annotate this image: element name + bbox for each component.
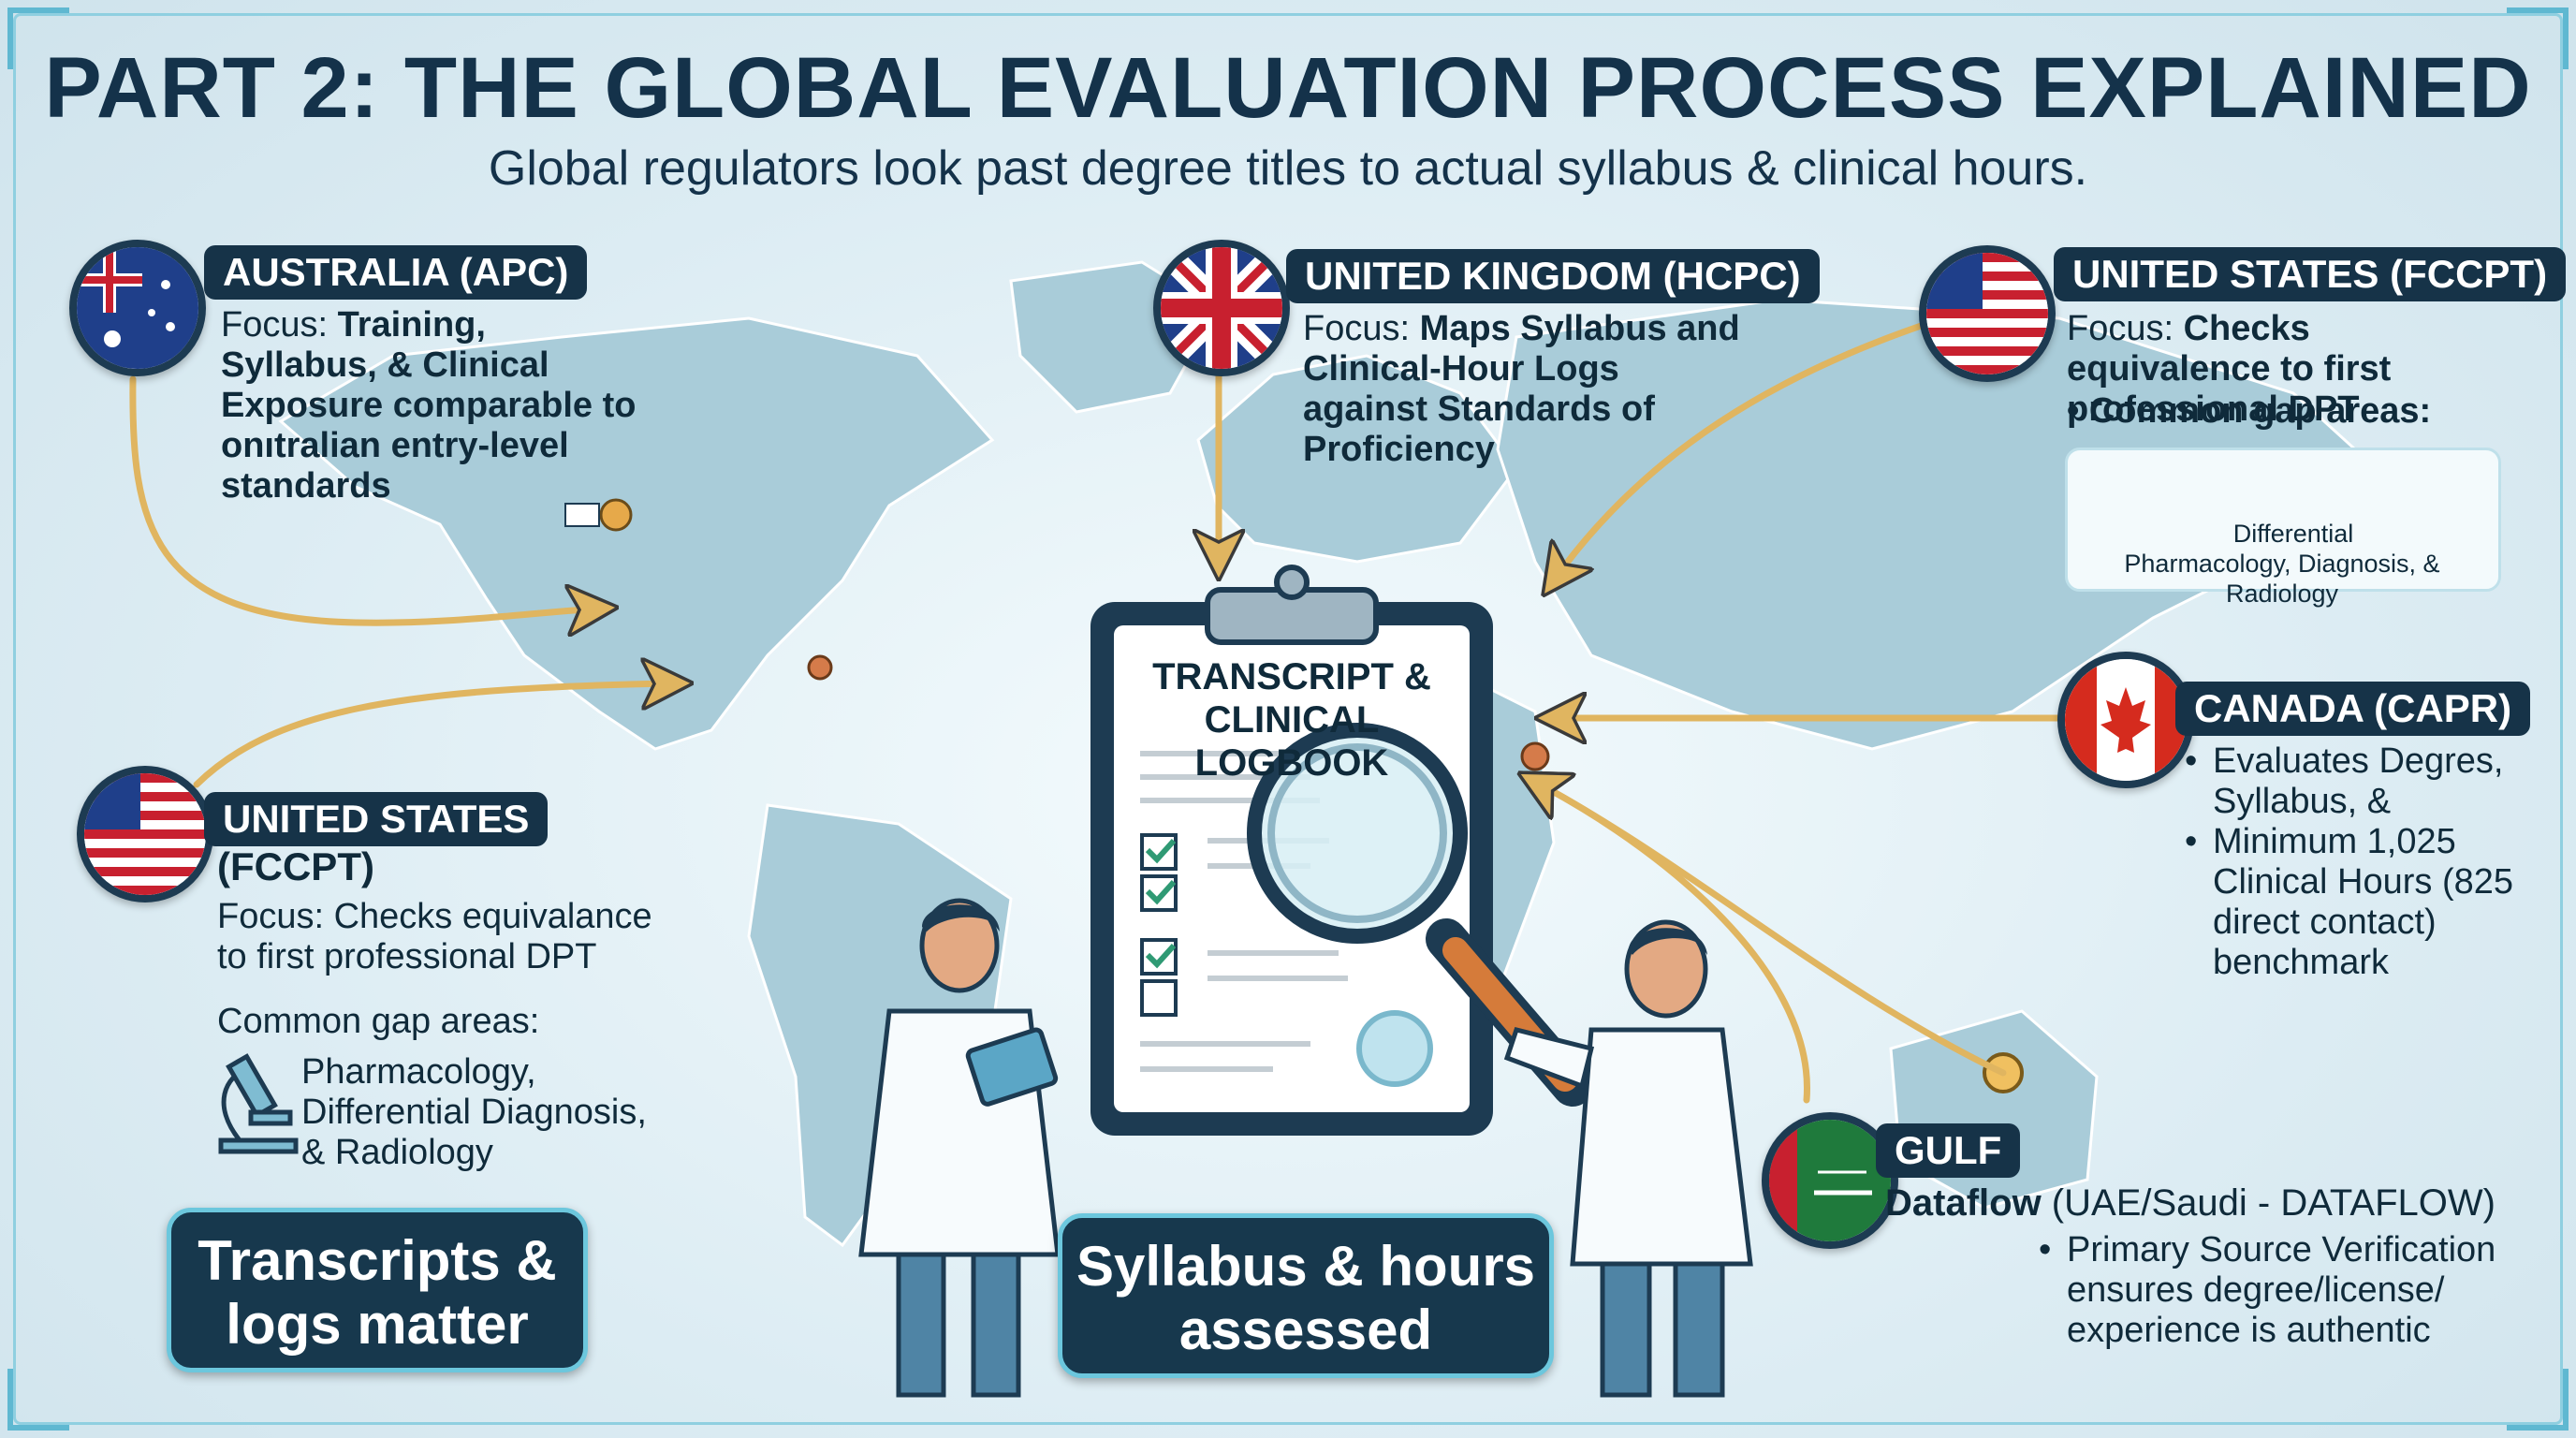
gap-areas-box [2065, 448, 2501, 592]
gulf-heading-bold: Dataflow [1885, 1182, 2042, 1224]
focus-label: Focus: [221, 305, 338, 345]
frame-corner [7, 7, 69, 69]
us-right-tag: UNITED STATES (FCCPT) [2054, 247, 2567, 301]
frame-corner [7, 1369, 69, 1431]
us-right-focus-text: Checks equivalence to first professional… [2067, 309, 2392, 429]
bubble-transcripts-logs: Transcripts & logs matter [167, 1208, 588, 1372]
gulf-heading: Dataflow (UAE/Saudi - DATAFLOW) [1885, 1183, 2540, 1224]
us-left-focus: Focus: Checks equivalance to first profe… [217, 897, 652, 976]
doctor-right-illustration [1503, 919, 1753, 1398]
microscope-icon [218, 1053, 299, 1154]
canada-bullet-2: Minimum 1,025 Clinical Hours (825 direct… [2185, 822, 2531, 983]
clipboard-heading-line-1: TRANSCRIPT & [1152, 656, 1431, 697]
bubble-center-line-1: Syllabus & hours [1076, 1235, 1536, 1298]
uk-focus-text: Maps Syllabus and Clinical-Hour Logs aga… [1303, 309, 1740, 469]
arrow-us-right [1554, 320, 1930, 580]
us-left-gap-heading: Common gap areas: [217, 1002, 540, 1041]
us-mini-flag-icon [564, 503, 600, 527]
us-right-focus: Focus: Checks equivalence to first profe… [2067, 309, 2516, 430]
page-subtitle: Global regulators look past degree title… [488, 141, 2088, 196]
canada-tag: CANADA (CAPR) [2175, 682, 2531, 736]
bubble-syllabus-hours: Syllabus & hours assessed [1058, 1213, 1554, 1378]
bubble-left-line-1: Transcripts & [198, 1229, 557, 1292]
page-title: PART 2: THE GLOBAL EVALUATION PROCESS EX… [44, 40, 2532, 136]
flow-arrows [129, 320, 2071, 1104]
canada-flag-icon [2057, 652, 2194, 788]
location-pin-icon [1520, 741, 1550, 771]
arrow-gulf-2 [1535, 782, 1810, 1104]
doctor-left-illustration [858, 898, 1061, 1398]
australia-flag-icon [69, 240, 206, 376]
us-left-gap-items: Pharmacology, Differential Diagnosis, & … [301, 1052, 647, 1172]
gap-label-list: Pharmacology, Diagnosis, & Radiology [2124, 550, 2440, 608]
gulf-tag: GULF [1876, 1123, 2021, 1178]
us-left-tag: UNITED STATES [204, 792, 549, 846]
arrow-australia [129, 375, 599, 623]
australia-focus-text: Training, Syllabus, & Clinical Exposure … [221, 305, 637, 506]
gap-label-differential: Differential [2232, 520, 2354, 548]
seal-icon [1356, 1010, 1433, 1087]
location-pin-icon [599, 498, 633, 532]
us-left-tag-sub: (FCCPT) [217, 844, 374, 888]
us-right-gap-heading: • Common gap areas: [2067, 391, 2432, 431]
gulf-heading-rest: (UAE/Saudi - DATAFLOW) [2041, 1182, 2496, 1224]
clipboard-heading-line-2: CLINICAL LOGBOOK [1194, 699, 1389, 784]
australia-focus: Focus: Training, Syllabus, & Clinical Ex… [221, 305, 651, 506]
uk-flag-icon [1153, 240, 1290, 376]
arrow-us-left [193, 683, 674, 788]
clipboard-heading: TRANSCRIPT & CLINICAL LOGBOOK [1114, 655, 1470, 785]
focus-label: Focus: [2067, 309, 2184, 348]
focus-label: Focus: [1303, 309, 1420, 348]
uk-tag: UNITED KINGDOM (HCPC) [1286, 249, 1820, 303]
uk-focus: Focus: Maps Syllabus and Clinical-Hour L… [1303, 309, 1743, 470]
canada-bullet-1: Evaluates Degres, Syllabus, & [2185, 741, 2531, 822]
location-pin-icon [807, 654, 833, 681]
frame-corner [2507, 7, 2569, 69]
us-flag-icon [1919, 245, 2056, 382]
bubble-center-line-2: assessed [1178, 1299, 1433, 1361]
frame-corner [2507, 1369, 2569, 1431]
australia-tag: AUSTRALIA (APC) [204, 245, 588, 300]
bubble-left-line-2: logs matter [226, 1293, 529, 1356]
us-flag-icon [77, 766, 213, 902]
gulf-bullet: Primary Source Verification ensures degr… [2039, 1230, 2516, 1351]
